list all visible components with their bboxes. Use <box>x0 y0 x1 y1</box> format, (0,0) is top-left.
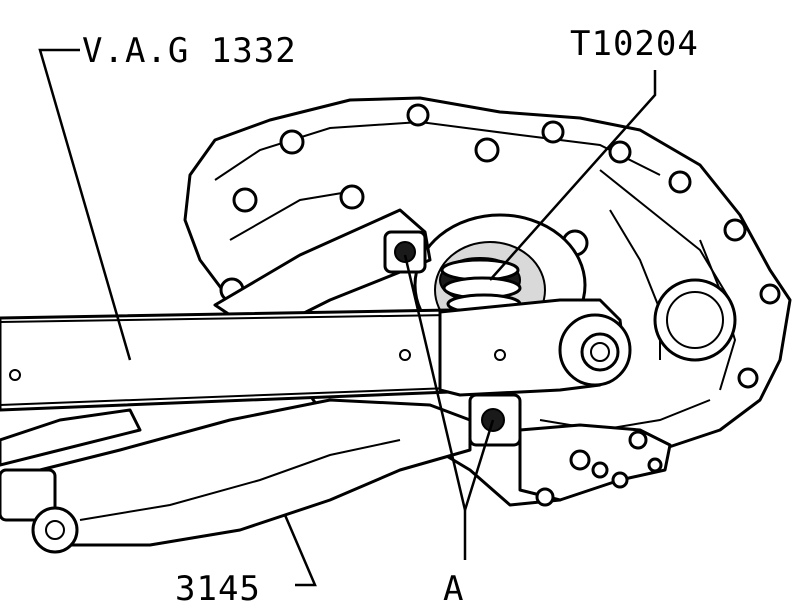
leader-a-lower <box>463 419 495 511</box>
support-3145 <box>0 393 522 554</box>
leader-lines <box>38 48 657 587</box>
leader-vag1332 <box>38 48 132 361</box>
label-vag1332: V.A.G 1332 <box>82 31 297 71</box>
label-3145: 3145 <box>175 569 261 609</box>
label-t10204: T10204 <box>570 24 699 64</box>
torque-wrench-vag1332 <box>0 298 632 412</box>
leader-t10204 <box>489 70 657 281</box>
label-a: A <box>443 569 464 609</box>
leader-3145 <box>283 514 317 587</box>
leader-a-upper <box>403 254 467 511</box>
